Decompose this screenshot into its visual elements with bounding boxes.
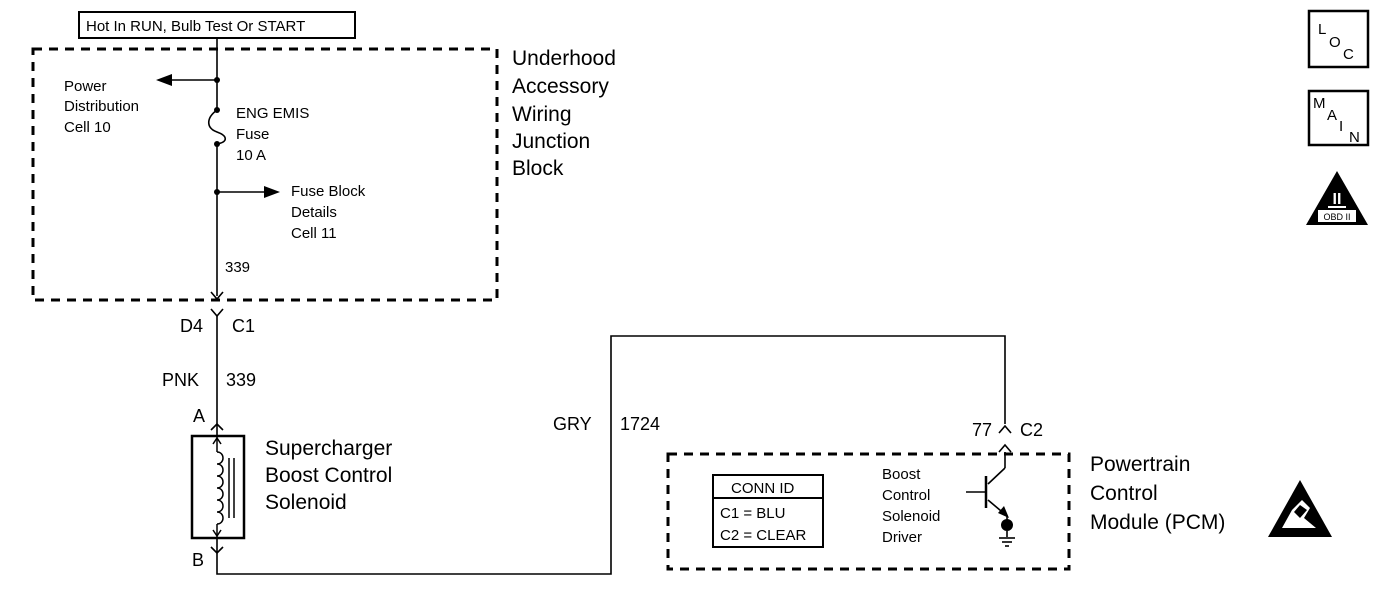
svg-text:Module (PCM): Module (PCM) [1090, 511, 1225, 534]
solenoid-pin-a: A [193, 406, 205, 426]
svg-text:Supercharger: Supercharger [265, 437, 392, 460]
solenoid-coil-icon [216, 451, 224, 525]
pcm-label: Powertrain Control Module (PCM) [1090, 453, 1225, 534]
junction-block-outline [31, 47, 499, 302]
conn-id-row-c1: C1 = BLU [720, 505, 785, 522]
esd-warning-icon [1268, 480, 1332, 537]
svg-text:OBD II: OBD II [1323, 212, 1350, 222]
svg-text:O: O [1329, 34, 1341, 51]
svg-text:Boost Control: Boost Control [265, 464, 392, 487]
svg-text:N: N [1349, 129, 1360, 146]
svg-text:I: I [1339, 118, 1343, 135]
svg-text:10 A: 10 A [236, 147, 266, 164]
c1-male-terminal [210, 308, 224, 318]
driver-label: Boost Control Solenoid Driver [882, 466, 940, 546]
svg-text:Fuse: Fuse [236, 126, 269, 143]
c2-connector: C2 [1020, 420, 1043, 440]
power-distribution-label: Power Distribution Cell 10 [64, 78, 139, 136]
pcm-outline [666, 452, 1071, 571]
svg-text:Distribution: Distribution [64, 98, 139, 115]
svg-text:L: L [1318, 21, 1326, 38]
svg-text:Underhood: Underhood [512, 47, 616, 70]
c1-pin: D4 [180, 316, 203, 336]
gry-wire [216, 335, 1006, 575]
power-distribution-arrow [156, 74, 172, 86]
svg-text:Cell 10: Cell 10 [64, 119, 111, 136]
gry-wire-circuit: 1724 [620, 414, 660, 434]
svg-text:C: C [1343, 46, 1354, 63]
main-icon[interactable]: M A I N [1307, 89, 1370, 147]
svg-text:Cell 11: Cell 11 [291, 225, 337, 242]
power-label: Hot In RUN, Bulb Test Or START [86, 18, 305, 35]
gry-wire-color: GRY [553, 414, 592, 434]
c2-female-terminal [998, 424, 1012, 434]
c1-connector: C1 [232, 316, 255, 336]
svg-text:A: A [1327, 107, 1337, 124]
solenoid-arrow-bottom [212, 529, 222, 538]
obd-ii-icon[interactable]: II OBD II [1306, 171, 1368, 225]
junction-block-title: Underhood Accessory Wiring Junction Bloc… [512, 47, 616, 180]
svg-text:Powertrain: Powertrain [1090, 453, 1190, 476]
solenoid-coil-mask [209, 452, 221, 524]
pnk-wire-color: PNK [162, 370, 199, 390]
svg-text:Accessory: Accessory [512, 75, 609, 98]
svg-text:Solenoid: Solenoid [265, 491, 347, 514]
loc-icon[interactable]: L O C [1307, 9, 1370, 69]
transistor-icon [966, 452, 1015, 547]
solenoid-label: Supercharger Boost Control Solenoid [265, 437, 392, 514]
svg-text:Boost: Boost [882, 466, 921, 483]
svg-text:Control: Control [1090, 482, 1158, 505]
svg-text:Fuse Block: Fuse Block [291, 183, 366, 200]
conn-id-row-c2: C2 = CLEAR [720, 527, 806, 544]
svg-text:Solenoid: Solenoid [882, 508, 940, 525]
svg-text:ENG EMIS: ENG EMIS [236, 105, 309, 122]
conn-id-header: CONN ID [731, 480, 795, 497]
fuse-label: ENG EMIS Fuse 10 A [236, 105, 309, 164]
c2-male-terminal [998, 443, 1012, 453]
svg-text:Block: Block [512, 157, 564, 180]
fuse-block-details-label: Fuse Block Details Cell 11 [291, 183, 366, 242]
svg-text:Power: Power [64, 78, 107, 95]
svg-text:M: M [1313, 95, 1326, 112]
solenoid-pin-b: B [192, 550, 204, 570]
c2-pin: 77 [972, 420, 992, 440]
pnk-wire-circuit: 339 [226, 370, 256, 390]
solenoid-arrow-top [212, 436, 222, 445]
svg-text:II: II [1333, 191, 1342, 208]
svg-text:Control: Control [882, 487, 930, 504]
fuse-symbol [207, 109, 227, 145]
svg-text:Junction: Junction [512, 130, 590, 153]
junction-circuit-number: 339 [225, 259, 250, 276]
svg-text:Wiring: Wiring [512, 103, 572, 126]
svg-text:Driver: Driver [882, 529, 922, 546]
fuse-block-arrow [264, 186, 280, 198]
conn-id-table: CONN ID C1 = BLU C2 = CLEAR [712, 474, 824, 548]
svg-text:Details: Details [291, 204, 337, 221]
c1-female-terminal [210, 291, 224, 301]
